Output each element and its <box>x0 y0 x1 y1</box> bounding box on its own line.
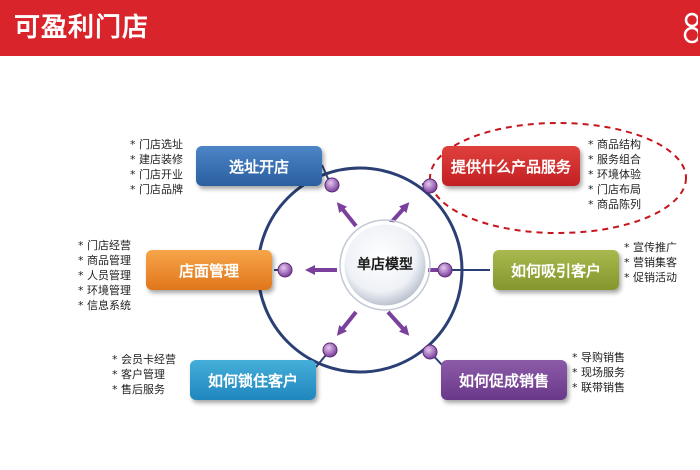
header-bar: 可盈利门店 <box>0 0 700 56</box>
list-item: 信息系统 <box>78 298 131 313</box>
list-item: 会员卡经营 <box>112 352 176 367</box>
node-retain-customers-label: 如何锁住客户 <box>207 371 298 390</box>
node-site-selection-label: 选址开店 <box>228 157 289 176</box>
center-circle-border <box>339 219 431 311</box>
list-item: 商品管理 <box>78 253 131 268</box>
list-item: 门店选址 <box>130 137 183 152</box>
node-products-services-label: 提供什么产品服务 <box>450 157 571 176</box>
list-item: 人员管理 <box>78 268 131 283</box>
center-circle <box>341 221 429 309</box>
node-promote-sales-label: 如何促成销售 <box>458 371 549 390</box>
list-item: 促销活动 <box>624 270 677 285</box>
node-attract-customers-label: 如何吸引客户 <box>510 261 601 280</box>
list-item: 宣传推广 <box>624 240 677 255</box>
list-item: 建店装修 <box>130 152 183 167</box>
list-item: 现场服务 <box>572 365 625 380</box>
ring-nodes <box>277 177 453 360</box>
list-item: 环境管理 <box>78 283 131 298</box>
store-management-list: 门店经营 商品管理 人员管理 环境管理 信息系统 <box>78 238 131 313</box>
list-item: 联带销售 <box>572 380 625 395</box>
list-item: 商品结构 <box>588 137 641 152</box>
list-item: 售后服务 <box>112 382 176 397</box>
retain-customers-list: 会员卡经营 客户管理 售后服务 <box>112 352 176 397</box>
node-store-management-label: 店面管理 <box>178 261 239 280</box>
list-item: 客户管理 <box>112 367 176 382</box>
list-item: 服务组合 <box>588 152 641 167</box>
site-selection-list: 门店选址 建店装修 门店开业 门店品牌 <box>130 137 183 197</box>
node-site-selection: 选址开店 <box>196 146 322 186</box>
node-store-management: 店面管理 <box>146 250 272 290</box>
node-attract-customers: 如何吸引客户 <box>493 250 619 290</box>
node-promote-sales: 如何促成销售 <box>441 360 567 400</box>
page-title: 可盈利门店 <box>14 13 150 43</box>
promote-sales-list: 导购销售 现场服务 联带销售 <box>572 350 625 395</box>
list-item: 门店经营 <box>78 238 131 253</box>
list-item: 导购销售 <box>572 350 625 365</box>
list-item: 环境体验 <box>588 167 641 182</box>
highlight-dashed-ellipse <box>429 122 687 234</box>
center-label: 单店模型 <box>357 257 413 273</box>
brand-logo-icon <box>683 12 698 44</box>
list-item: 商品陈列 <box>588 197 641 212</box>
node-products-services: 提供什么产品服务 <box>442 146 580 186</box>
list-item: 门店开业 <box>130 167 183 182</box>
list-item: 门店品牌 <box>130 182 183 197</box>
products-services-list: 商品结构 服务组合 环境体验 门店布局 商品陈列 <box>588 137 641 212</box>
node-retain-customers: 如何锁住客户 <box>190 360 316 400</box>
attract-customers-list: 宣传推广 营销集客 促销活动 <box>624 240 677 285</box>
list-item: 门店布局 <box>588 182 641 197</box>
list-item: 营销集客 <box>624 255 677 270</box>
